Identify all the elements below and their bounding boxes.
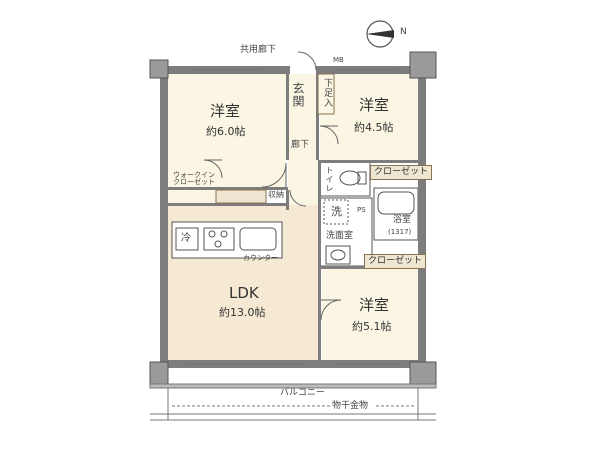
hallway-area xyxy=(288,120,318,215)
bath-size-label: (1317) xyxy=(388,228,412,236)
kitchen-fixtures xyxy=(175,227,277,251)
balcony xyxy=(149,383,437,421)
storage-label: 収納 xyxy=(268,190,284,199)
fridge-label: 冷 xyxy=(181,233,191,244)
walkin-closet-label: ウォークイン クローゼット xyxy=(173,171,215,186)
corridor-label: 共用廊下 xyxy=(240,45,277,55)
toilet-fixture xyxy=(339,170,367,186)
room-western-nw-size: 約4.5帖 xyxy=(354,121,394,134)
shoe-box xyxy=(317,73,335,115)
doors xyxy=(203,51,342,321)
counter-label: カウンター xyxy=(243,254,278,262)
room-ldk-name: LDK xyxy=(229,284,259,302)
room-western-ne-size: 約6.0帖 xyxy=(206,125,246,138)
room-western-nw-area xyxy=(320,74,418,160)
room-western-s-name: 洋室 xyxy=(359,296,390,314)
meter-box-label: MB xyxy=(333,56,344,64)
columns xyxy=(149,51,437,385)
washer-label: 洗 xyxy=(331,205,342,218)
closet-2-label: クローゼット xyxy=(364,254,427,269)
entrance-label: 玄関 xyxy=(291,82,305,108)
windows xyxy=(186,69,400,365)
compass-label: N xyxy=(400,27,407,37)
bathroom-label: 浴室 xyxy=(393,215,412,225)
closet-1-label: クローゼット xyxy=(370,165,433,180)
balcony-label: バルコニー xyxy=(280,388,325,398)
walkin-closet-shelf xyxy=(215,189,267,204)
walkin-area xyxy=(168,160,216,205)
room-ldk-size: 約13.0帖 xyxy=(219,306,266,319)
toilet-label: トイレ xyxy=(325,166,334,193)
compass-icon xyxy=(366,20,394,48)
bathtub-fixture xyxy=(377,191,415,215)
laundry-rail-label: 物干金物 xyxy=(332,401,369,411)
washer-space xyxy=(323,199,349,225)
wash-basin xyxy=(325,245,351,265)
room-western-s-area xyxy=(322,268,418,368)
washroom-label: 洗面室 xyxy=(326,231,354,241)
room-western-nw-name: 洋室 xyxy=(359,96,390,114)
room-western-ne-name: 洋室 xyxy=(210,102,241,120)
shoe-box-label: 下足入 xyxy=(322,78,332,108)
room-western-s-size: 約5.1帖 xyxy=(352,320,392,333)
ps-label: PS xyxy=(357,206,366,214)
hallway-label: 廊下 xyxy=(291,140,310,150)
